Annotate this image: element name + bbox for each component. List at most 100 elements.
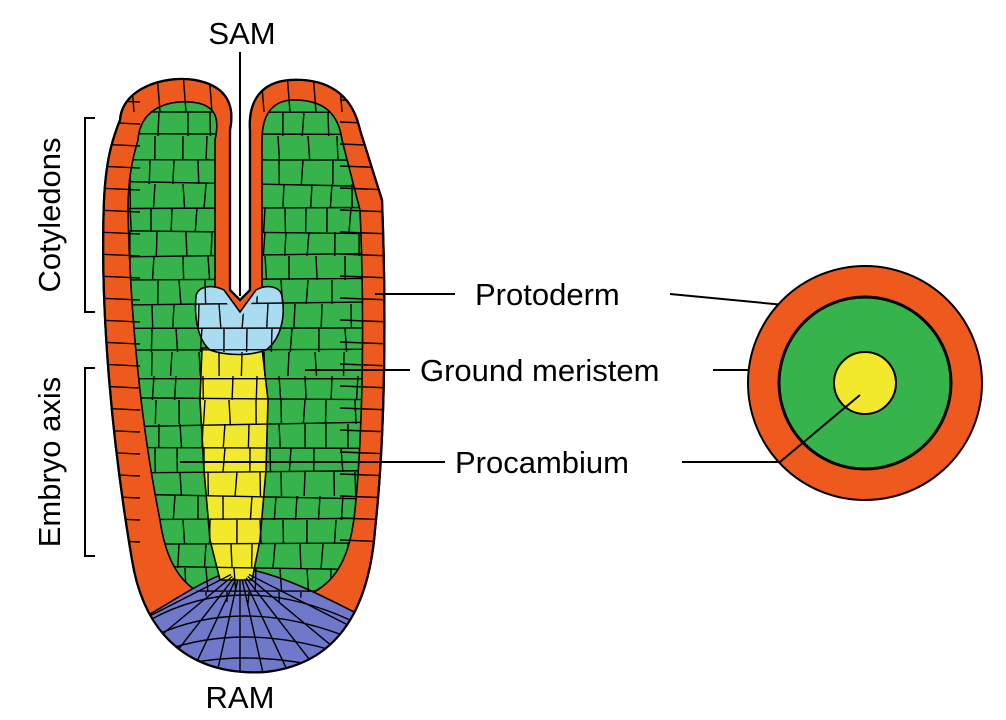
interior-cell-wall [152, 183, 156, 209]
interior-cell-wall [151, 375, 155, 401]
interior-cell-wall [157, 111, 160, 137]
interior-cell-wall [340, 447, 344, 473]
interior-cell-wall [249, 495, 253, 521]
interior-cell-wall [280, 471, 283, 497]
interior-cell-wall [210, 231, 213, 257]
interior-cell-wall [327, 111, 330, 137]
interior-cell-wall [240, 351, 243, 377]
protoderm-cell-wall [233, 78, 239, 113]
interior-cell-wall [203, 543, 207, 569]
interior-cell-wall [185, 231, 188, 257]
ram-cell-wall [149, 615, 351, 639]
interior-cell-wall [222, 447, 226, 473]
interior-cell-wall [300, 159, 304, 185]
interior-cell-wall [233, 111, 236, 137]
procambium-pointer-line [779, 394, 861, 463]
interior-cell-wall [172, 159, 175, 185]
interior-cell-wall [234, 471, 238, 497]
interior-cell-wall [280, 279, 284, 305]
interior-cell-wall [179, 471, 183, 497]
interior-cell-wall [354, 399, 357, 425]
interior-cell-wall [128, 446, 363, 450]
interior-cell-wall [287, 351, 290, 377]
interior-cell-wall [306, 567, 310, 593]
interior-cell-wall [282, 183, 285, 209]
interior-cell-wall [288, 447, 292, 473]
interior-cell-wall [330, 375, 333, 401]
protoderm-cell-wall [207, 78, 213, 113]
ram-cell-wall [247, 575, 333, 648]
interior-cell-wall [178, 279, 182, 305]
interior-cell-wall [154, 399, 157, 425]
interior-cell-wall [348, 207, 352, 233]
interior-cell-wall [194, 207, 198, 233]
interior-cell-wall [247, 423, 250, 449]
protoderm-cell-wall [155, 78, 161, 113]
ram-label: RAM [206, 680, 275, 715]
interior-cell-wall [233, 231, 237, 257]
cross-section-procambium [833, 351, 897, 415]
interior-cell-wall [304, 375, 307, 401]
interior-cell-wall [182, 519, 186, 545]
interior-cell-wall [254, 567, 257, 593]
interior-cell-wall [307, 135, 311, 161]
interior-cell-wall [255, 375, 258, 401]
interior-cell-wall [128, 567, 131, 593]
interior-cell-wall [205, 567, 209, 593]
interior-cell-wall [294, 495, 298, 521]
interior-cell-wall [320, 303, 323, 329]
interior-cell-wall [306, 231, 310, 257]
interior-cell-wall [355, 375, 359, 401]
interior-cell-wall [320, 543, 324, 569]
interior-cell-wall [259, 519, 262, 545]
interior-cell-wall [179, 423, 183, 449]
protoderm-cell-wall [311, 78, 317, 113]
interior-cell-wall [177, 543, 180, 569]
interior-cell-wall [148, 159, 151, 185]
interior-cell-wall [218, 303, 222, 329]
interior-cell-wall [169, 351, 173, 377]
interior-cell-wall [128, 348, 363, 351]
interior-cell-wall [309, 183, 313, 209]
interior-cell-wall [182, 255, 185, 281]
interior-cell-wall [197, 159, 200, 185]
interior-cell-wall [340, 495, 344, 521]
interior-cell-wall [305, 279, 309, 305]
interior-cell-wall [208, 519, 211, 545]
ground-meristem-label: Ground meristem [420, 353, 659, 388]
protoderm-cell-wall [181, 78, 187, 113]
interior-cell-wall [272, 543, 276, 569]
interior-cell-wall [354, 471, 357, 497]
cotyledons-label: Cotyledons [32, 137, 67, 292]
interior-cell-wall [329, 183, 333, 209]
interior-cell-wall [278, 423, 281, 449]
interior-cell-wall [301, 111, 305, 137]
interior-cell-wall [289, 327, 293, 353]
sam-region [194, 285, 284, 356]
ram-cell-wall [248, 573, 348, 626]
interior-cell-wall [173, 375, 177, 401]
interior-cell-wall [231, 375, 234, 401]
interior-cell-wall [273, 495, 277, 521]
ram-cell-wall [243, 578, 292, 673]
interior-cell-wall [197, 303, 200, 329]
interior-cell-wall [207, 255, 211, 281]
procambium-label: Procambium [455, 445, 629, 480]
interior-cell-wall [128, 421, 363, 428]
interior-cell-wall [172, 303, 175, 329]
interior-cell-wall [336, 135, 339, 161]
interior-cell-wall [155, 231, 158, 257]
interior-cell-wall [299, 543, 302, 569]
interior-cell-wall [262, 207, 266, 233]
interior-cell-wall [230, 543, 233, 569]
interior-cell-wall [201, 423, 204, 449]
interior-cell-wall [205, 135, 208, 161]
interior-cell-wall [277, 135, 281, 161]
interior-cell-wall [270, 327, 273, 353]
interior-cell-wall [182, 183, 186, 209]
ram-cell-wall [241, 579, 267, 673]
interior-cell-wall [284, 231, 287, 257]
interior-cell-wall [202, 399, 206, 425]
cotyledons-bracket [84, 117, 95, 313]
